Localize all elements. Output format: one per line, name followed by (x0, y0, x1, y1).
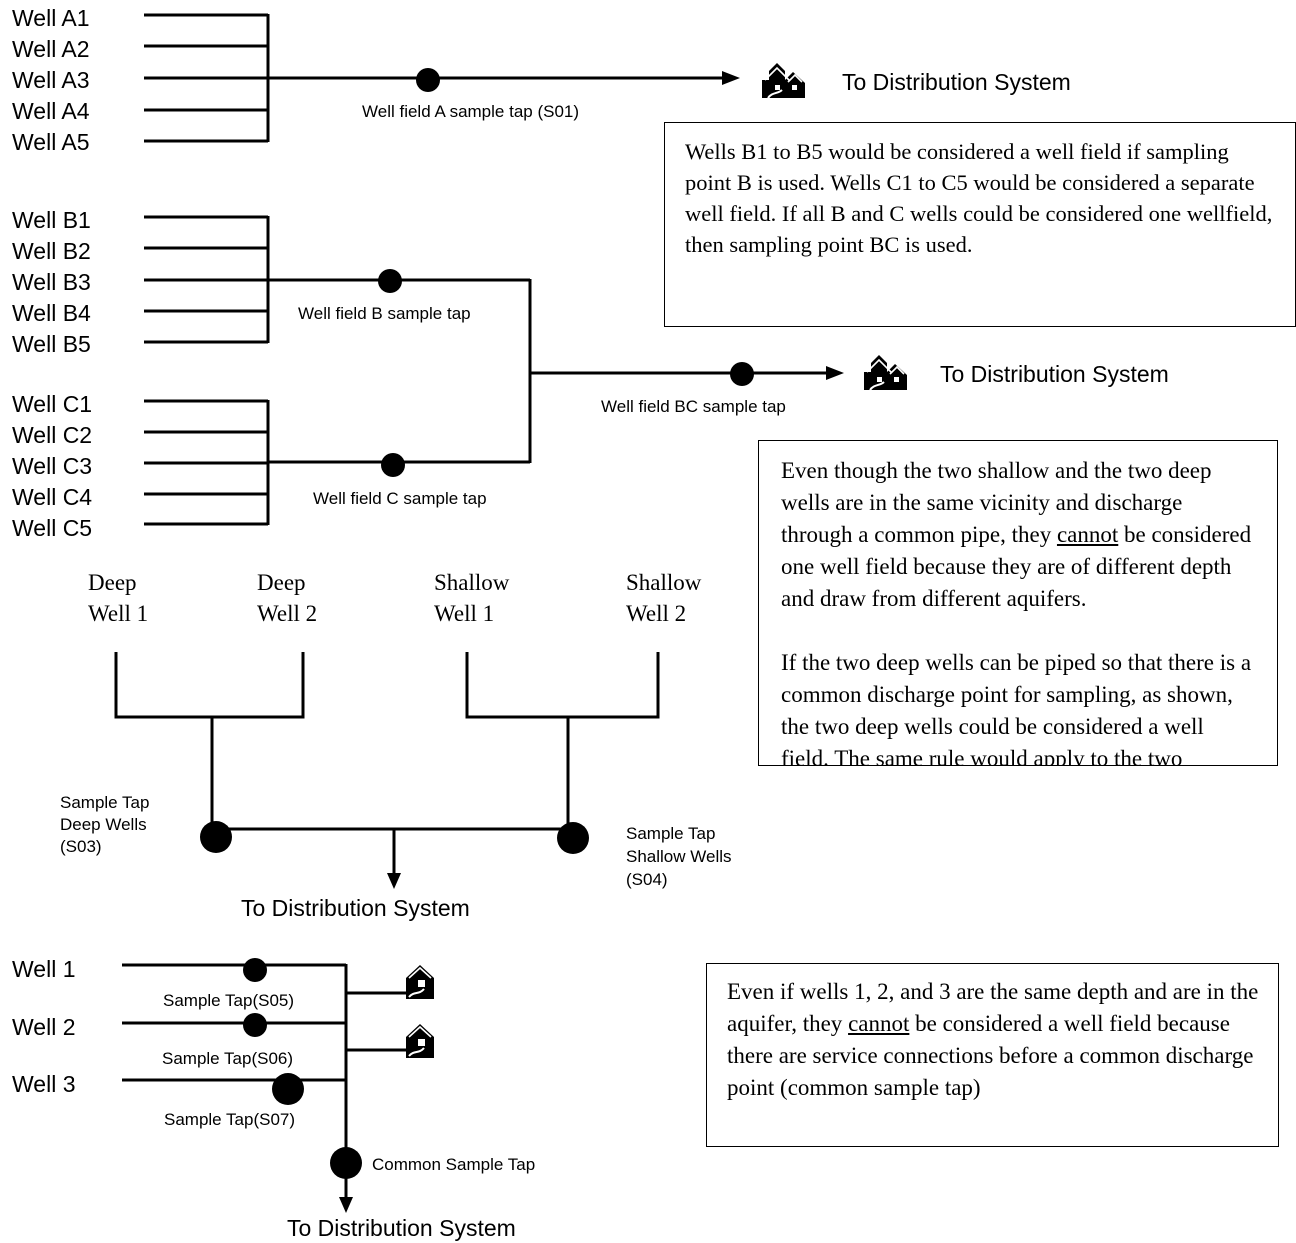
wellfield-c: Well C1 Well C2 Well C3 Well C4 Well C5 … (12, 391, 530, 541)
well-label: Well 3 (12, 1071, 76, 1097)
sample-tap-label: Well field C sample tap (313, 489, 487, 508)
deep-well-1-label: Well 1 (88, 601, 148, 626)
sample-tap-shallow-label: (S04) (626, 870, 668, 889)
note-bc-text: Wells B1 to B5 would be considered a wel… (685, 139, 1273, 257)
sample-tap-label: Sample Tap(S06) (162, 1049, 293, 1068)
well-label: Well A5 (12, 129, 90, 155)
arrow-right-icon (826, 366, 844, 380)
wellfield-b-pipes (144, 215, 530, 344)
sample-tap-dot (378, 269, 402, 293)
deep-well-2-label: Well 2 (257, 601, 317, 626)
sample-tap-label: Well field B sample tap (298, 304, 471, 323)
house-icon (761, 62, 806, 99)
well-label: Well 1 (12, 956, 76, 982)
sample-tap-label: Well field BC sample tap (601, 397, 786, 416)
well-label: Well B4 (12, 300, 91, 326)
wellfield-bc: Well field BC sample tap To Distribution… (528, 279, 1169, 463)
shallow-well-2-label: Shallow (626, 570, 702, 595)
service-section: Well 1 Well 2 Well 3 Sample Tap(S05) Sam… (12, 956, 535, 1241)
sample-tap-dot (416, 68, 440, 92)
well-label: Well C2 (12, 422, 92, 448)
sample-tap-deep-label: Sample Tap (60, 793, 149, 812)
arrow-down-icon (387, 873, 401, 889)
note-service-text: Even if wells 1, 2, and 3 are the same d… (727, 979, 1259, 1100)
wellfield-a: Well A1 Well A2 Well A3 Well A4 Well A5 … (12, 5, 1071, 155)
wellfield-bc-pipes (528, 279, 826, 463)
well-label: Well B1 (12, 207, 91, 233)
deep-well-2-label: Deep (257, 570, 306, 595)
sample-tap-dot (557, 822, 589, 854)
common-sample-tap-dot (330, 1147, 362, 1179)
common-sample-tap-label: Common Sample Tap (372, 1155, 535, 1174)
sample-tap-label: Sample Tap(S05) (163, 991, 294, 1010)
note-depth-paragraph-1: Even though the two shallow and the two … (781, 458, 1252, 611)
destination-label: To Distribution System (842, 69, 1071, 95)
underlined-emphasis: cannot (848, 1011, 910, 1036)
well-label: Well 2 (12, 1014, 76, 1040)
underlined-emphasis: cannot (1056, 522, 1119, 547)
note-depth-paragraph-2: If the two deep wells can be piped so th… (781, 650, 1252, 766)
sample-tap-dot (730, 362, 754, 386)
well-label: Well B3 (12, 269, 91, 295)
sample-tap-dot (200, 821, 232, 853)
depth-section: Deep Well 1 Deep Well 2 Shallow Well 1 S… (60, 570, 732, 921)
deep-well-1-label: Deep (88, 570, 137, 595)
sample-tap-dot (381, 453, 405, 477)
sample-tap-deep-label: Deep Wells (60, 815, 147, 834)
well-label: Well A4 (12, 98, 90, 124)
destination-label: To Distribution System (241, 895, 470, 921)
arrow-down-icon (339, 1197, 353, 1213)
note-depth: Even though the two shallow and the two … (758, 440, 1278, 766)
house-icon (405, 1023, 435, 1059)
well-label: Well A3 (12, 67, 90, 93)
well-label: Well C1 (12, 391, 92, 417)
arrow-right-icon (722, 71, 740, 85)
wellfield-a-pipes (144, 13, 722, 143)
destination-label: To Distribution System (287, 1215, 516, 1241)
shallow-well-1-label: Shallow (434, 570, 510, 595)
sample-tap-dot (243, 958, 267, 982)
well-label: Well C4 (12, 484, 92, 510)
well-label: Well A2 (12, 36, 90, 62)
shallow-well-1-label: Well 1 (434, 601, 494, 626)
note-bc-wellfield: Wells B1 to B5 would be considered a wel… (664, 122, 1296, 327)
well-label: Well B2 (12, 238, 91, 264)
well-label: Well A1 (12, 5, 90, 31)
wellfield-b: Well B1 Well B2 Well B3 Well B4 Well B5 … (12, 207, 530, 357)
sample-tap-label: Sample Tap(S07) (164, 1110, 295, 1129)
well-label: Well B5 (12, 331, 91, 357)
house-icon (405, 964, 435, 1000)
sample-tap-deep-label: (S03) (60, 837, 102, 856)
depth-section-pipes (114, 652, 660, 874)
sample-tap-shallow-label: Shallow Wells (626, 847, 732, 866)
well-label: Well C5 (12, 515, 92, 541)
note-service-connections: Even if wells 1, 2, and 3 are the same d… (706, 963, 1279, 1147)
sample-tap-dot (243, 1013, 267, 1037)
sample-tap-dot (272, 1073, 304, 1105)
sample-tap-label: Well field A sample tap (S01) (362, 102, 579, 121)
shallow-well-2-label: Well 2 (626, 601, 686, 626)
house-icon (863, 354, 908, 391)
well-label: Well C3 (12, 453, 92, 479)
destination-label: To Distribution System (940, 361, 1169, 387)
sample-tap-shallow-label: Sample Tap (626, 824, 715, 843)
